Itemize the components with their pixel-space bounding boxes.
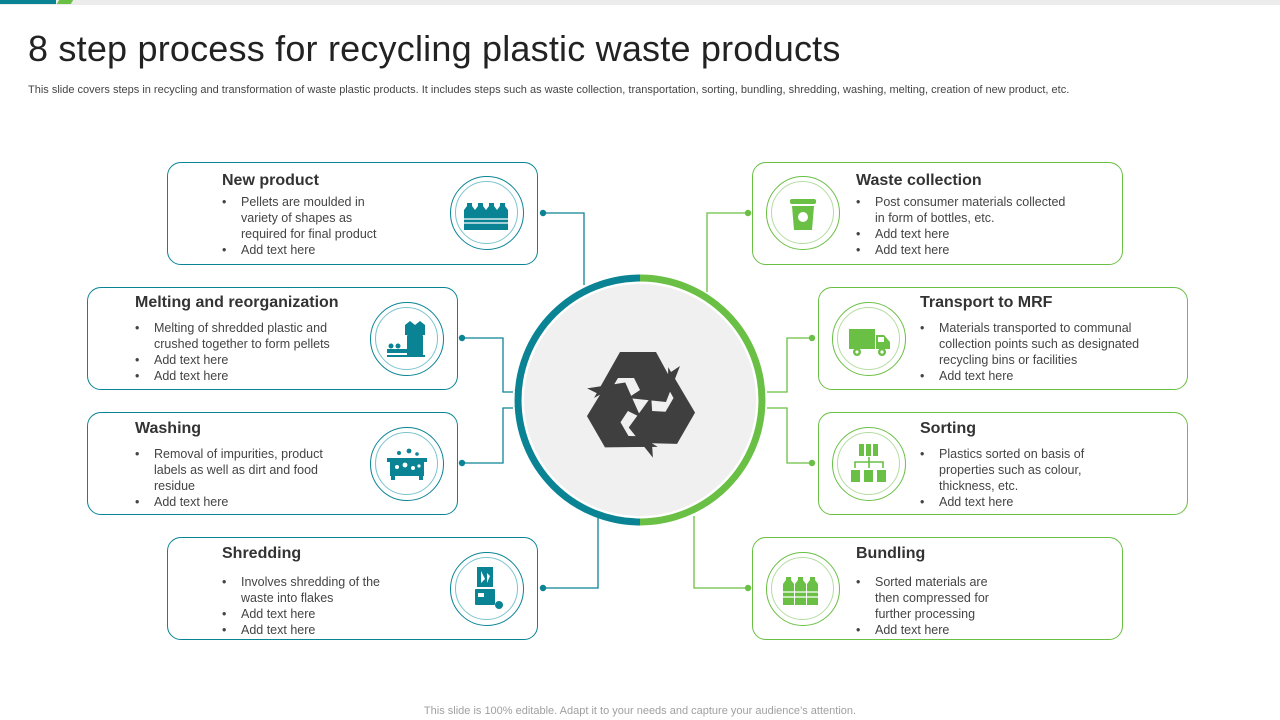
step-card-waste-collection: Waste collection Post consumer materials… (752, 162, 1123, 265)
step-bullet: Removal of impurities, product labels as… (135, 446, 325, 494)
slide-subtitle: This slide covers steps in recycling and… (28, 84, 1070, 96)
step-card-washing: Washing Removal of impurities, product l… (87, 412, 458, 515)
step-icon-circle (450, 552, 524, 626)
step-card-new-product: New product Pellets are moulded in varie… (167, 162, 538, 265)
bundled-bottles-icon (781, 577, 825, 605)
accent-teal (0, 0, 56, 4)
step-bullet: Pellets are moulded in variety of shapes… (222, 194, 392, 242)
slide-title: 8 step process for recycling plastic was… (28, 28, 841, 69)
truck-icon (849, 329, 890, 356)
step-icon-circle (766, 552, 840, 626)
connector-melting (462, 337, 513, 393)
step-bullet: Add text here (222, 622, 392, 638)
step-bullet: Melting of shredded plastic and crushed … (135, 320, 343, 352)
connector-transport (767, 337, 812, 393)
step-icon-circle (832, 427, 906, 501)
step-icon-circle (832, 302, 906, 376)
recycle-icon (586, 352, 696, 458)
step-icon-circle (766, 176, 840, 250)
connector-bundling (693, 516, 748, 589)
step-bullets: Plastics sorted on basis of properties s… (920, 446, 1098, 510)
slide-footer: This slide is 100% editable. Adapt it to… (423, 705, 857, 717)
connector-waste-collection (706, 212, 748, 292)
bottles-icon (464, 203, 510, 230)
connector-shredding (543, 518, 599, 589)
step-bullets: Sorted materials are then compressed for… (856, 574, 1006, 638)
step-bullet: Add text here (135, 368, 343, 384)
connector-sorting (767, 407, 812, 464)
step-card-bundling: Bundling Sorted materials are then compr… (752, 537, 1123, 640)
step-card-transport: Transport to MRF Materials transported t… (818, 287, 1188, 390)
step-bullet: Add text here (135, 494, 325, 510)
step-icon-circle (450, 176, 524, 250)
step-bullet: Add text here (920, 494, 1098, 510)
recycle-hub (513, 273, 767, 527)
top-accent-bar (0, 0, 1280, 5)
washing-tub-icon (387, 448, 427, 480)
step-bullets: Materials transported to communal collec… (920, 320, 1160, 384)
connector-new-product (543, 212, 585, 285)
step-title: Melting and reorganization (135, 294, 339, 311)
step-card-sorting: Sorting Plastics sorted on basis of prop… (818, 412, 1188, 515)
step-bullets: Pellets are moulded in variety of shapes… (222, 194, 392, 258)
step-title: Waste collection (856, 172, 982, 189)
step-title: New product (222, 172, 319, 189)
step-bullet: Involves shredding of the waste into fla… (222, 574, 392, 606)
step-bullet: Add text here (856, 242, 1071, 258)
trash-bin-icon (790, 199, 816, 230)
step-bullets: Involves shredding of the waste into fla… (222, 574, 392, 638)
step-bullets: Post consumer materials collected in for… (856, 194, 1071, 258)
step-bullet: Add text here (856, 226, 1071, 242)
step-title: Bundling (856, 545, 926, 562)
step-title: Shredding (222, 545, 302, 562)
step-bullet: Add text here (222, 606, 392, 622)
step-bullet: Materials transported to communal collec… (920, 320, 1160, 368)
shredder-icon (475, 567, 503, 609)
step-card-shredding: Shredding Involves shredding of the wast… (167, 537, 538, 640)
step-bullet: Add text here (222, 242, 392, 258)
step-bullet: Post consumer materials collected in for… (856, 194, 1071, 226)
connector-washing (462, 407, 513, 464)
step-bullet: Add text here (135, 352, 343, 368)
step-bullets: Melting of shredded plastic and crushed … (135, 320, 343, 384)
step-title: Sorting (920, 420, 976, 437)
step-title: Washing (135, 420, 202, 437)
step-bullets: Removal of impurities, product labels as… (135, 446, 325, 510)
sorting-icon (851, 444, 886, 482)
step-icon-circle (370, 427, 444, 501)
step-bullet: Plastics sorted on basis of properties s… (920, 446, 1098, 494)
step-title: Transport to MRF (920, 294, 1053, 311)
step-bullet: Add text here (856, 622, 1006, 638)
step-icon-circle (370, 302, 444, 376)
step-bullet: Add text here (920, 368, 1160, 384)
step-bullet: Sorted materials are then compressed for… (856, 574, 1006, 622)
melting-machine-icon (387, 321, 425, 357)
step-card-melting: Melting and reorganization Melting of sh… (87, 287, 458, 390)
